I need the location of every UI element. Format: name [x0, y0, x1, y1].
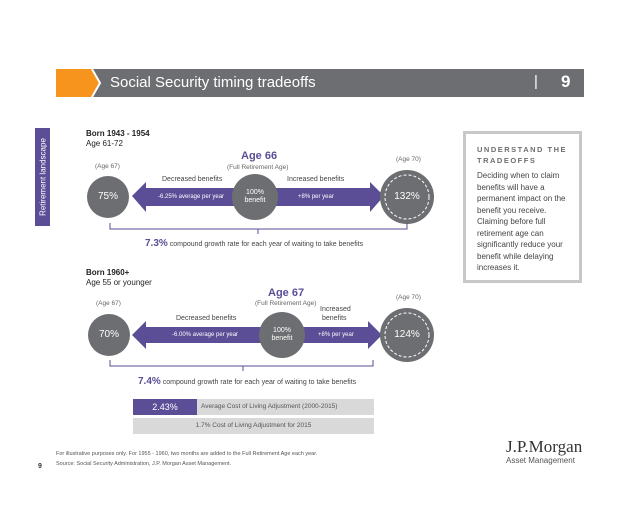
- right-circle-dash-1: [384, 174, 430, 220]
- born-label-2: Born 1960+: [86, 268, 130, 277]
- center-circle-2: [259, 312, 305, 358]
- increase-arrow-2: [300, 321, 382, 349]
- understand-title: UNDERSTAND THE TRADEOFFS: [477, 145, 568, 165]
- decrease-rate-1: -6.25% average per year: [158, 194, 225, 200]
- decreased-label-1: Decreased benefits: [162, 176, 223, 183]
- header-page-number: 9: [561, 72, 571, 91]
- cola-2015-label: 1.7% Cost of Living Adjustment for 2015: [195, 422, 312, 429]
- age-range-2: Age 55 or younger: [86, 278, 152, 287]
- source-note: Source: Social Security Administration, …: [56, 461, 232, 467]
- increased-label-1: Increased benefits: [287, 176, 345, 183]
- brand-subtitle: Asset Management: [506, 456, 575, 465]
- increase-rate-1: +8% per year: [298, 194, 334, 200]
- cola-value: 2.43%: [133, 399, 197, 415]
- center-label-1: benefit: [244, 197, 266, 204]
- born-label-1: Born 1943 - 1954: [86, 129, 150, 138]
- age-range-1: Age 61-72: [86, 139, 123, 148]
- bracket-1: [109, 223, 408, 230]
- center-label-2: benefit: [271, 335, 293, 342]
- decrease-rate-2: -6.00% average per year: [172, 332, 239, 338]
- footnote: For illustrative purposes only. For 1955…: [56, 451, 318, 457]
- growth-text-2: compound growth rate for each year of wa…: [162, 379, 357, 386]
- chevron-right-icon: [84, 69, 102, 97]
- left-circle-1: [87, 176, 129, 218]
- right-circle-2: [380, 308, 434, 362]
- header-separator: |: [534, 73, 538, 90]
- bracket-2: [109, 360, 374, 367]
- left-circle-2: [88, 314, 130, 356]
- left-value-2: 70%: [98, 329, 119, 340]
- right-value-2: 124%: [394, 329, 420, 340]
- page-title: Social Security timing tradeoffs: [110, 74, 316, 91]
- side-tab: Retirement landscape: [35, 128, 50, 226]
- increased-label-2a: Increased: [320, 306, 351, 313]
- fra-label-2: (Full Retirement Age): [255, 300, 317, 307]
- right-circle-dash-2: [384, 312, 430, 358]
- increased-label-2b: benefits: [322, 315, 347, 322]
- growth-note-1: 7.3% compound growth rate for each year …: [145, 238, 363, 249]
- right-value-1: 132%: [394, 191, 420, 202]
- header-gray-block: [92, 69, 584, 97]
- brand-logo: J.P.Morgan: [506, 437, 583, 456]
- cola-2015-bar: [133, 418, 374, 434]
- footer-page-number: 9: [38, 463, 42, 470]
- understand-body: Deciding when to claim benefits will hav…: [477, 171, 566, 272]
- center-value-1: 100%: [246, 189, 264, 196]
- right-age-1: (Age 70): [396, 156, 421, 163]
- understand-tradeoffs-box: UNDERSTAND THE TRADEOFFS Deciding when t…: [463, 131, 582, 283]
- header-banner: Social Security timing tradeoffs | 9: [56, 69, 584, 97]
- fra-label-1: (Full Retirement Age): [227, 164, 289, 171]
- left-age-2: (Age 67): [96, 300, 121, 307]
- decreased-label-2: Decreased benefits: [176, 315, 237, 322]
- growth-value-1: 7.3%: [145, 238, 168, 249]
- right-age-2: (Age 70): [396, 294, 421, 301]
- decrease-arrow-2: [132, 321, 262, 349]
- fra-age-2: Age 67: [268, 287, 305, 299]
- right-circle-1: [380, 170, 434, 224]
- fra-age-1: Age 66: [241, 150, 278, 162]
- center-value-2: 100%: [273, 327, 291, 334]
- cola-label: Average Cost of Living Adjustment (2000-…: [201, 403, 338, 410]
- increase-arrow-1: [270, 182, 384, 212]
- left-value-1: 75%: [97, 191, 118, 202]
- center-circle-1: [232, 174, 278, 220]
- increase-rate-2: +8% per year: [318, 332, 354, 338]
- growth-value-2: 7.4%: [138, 376, 161, 387]
- growth-note-2: 7.4% compound growth rate for each year …: [138, 376, 356, 387]
- decrease-arrow-1: [132, 182, 240, 212]
- growth-text-1: compound growth rate for each year of wa…: [169, 241, 364, 248]
- left-age-1: (Age 67): [95, 163, 120, 170]
